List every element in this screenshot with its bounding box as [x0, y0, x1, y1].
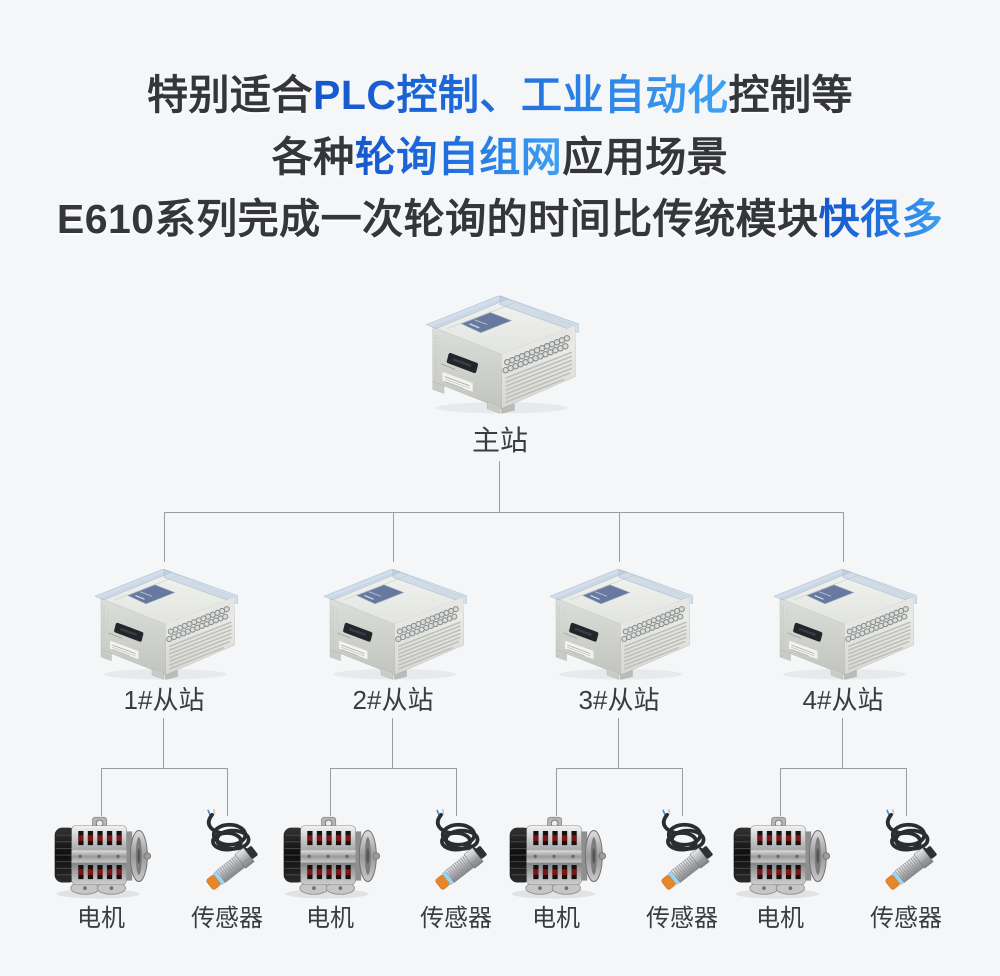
motor-label: 电机: [77, 905, 125, 932]
motor-label: 电机: [756, 905, 804, 932]
slave-station-label: 2#从站: [352, 685, 434, 715]
slave-group-3: 3#从站 电机 传感器: [506, 560, 732, 950]
connector-device-bus: [556, 768, 683, 769]
connector-drop-sensor: [906, 768, 907, 816]
connector-device-bus: [330, 768, 457, 769]
motor-label: 电机: [532, 905, 580, 932]
connector-drop-slave3: [619, 512, 620, 562]
sensor-label: 传感器: [870, 905, 942, 932]
master-plc-device-icon: [420, 286, 580, 416]
slave-group-1: 1#从站 电机 传感器: [51, 560, 277, 950]
headline-highlight: 快很多: [818, 196, 944, 242]
connector-device-bus: [780, 768, 907, 769]
headline-text: 特别适合: [147, 72, 313, 118]
sensor-icon: [185, 804, 269, 902]
headline-highlight: 轮询自组网: [354, 134, 563, 180]
headline-text: 控制等: [728, 72, 853, 118]
connector-drop-slave4: [843, 512, 844, 562]
connector-master-stem: [499, 461, 500, 512]
connector-drop-motor: [556, 768, 557, 816]
slave-station-label: 3#从站: [578, 685, 660, 715]
headline-text: 各种: [271, 134, 355, 180]
headline-line-2: 各种轮询自组网应用场景: [0, 126, 1000, 188]
connector-drop-slave1: [164, 512, 165, 562]
sensor-label: 传感器: [420, 905, 492, 932]
motor-label: 电机: [306, 905, 354, 932]
connector-drop-slave2: [393, 512, 394, 562]
sensor-icon: [640, 804, 724, 902]
connector-drop-motor: [330, 768, 331, 816]
motor-icon: [278, 812, 382, 900]
headline-highlight: PLC控制、工业自动化: [313, 72, 729, 118]
connector-slave-stem: [392, 718, 393, 768]
slave-group-2: 2#从站 电机 传感器: [280, 560, 506, 950]
headline-line-1: 特别适合PLC控制、工业自动化控制等: [0, 64, 1000, 126]
connector-slave-stem: [618, 718, 619, 768]
connector-drop-sensor: [682, 768, 683, 816]
headline-text: 应用场景: [562, 134, 729, 180]
connector-slave-stem: [163, 718, 164, 768]
connector-drop-sensor: [456, 768, 457, 816]
slave-station-label: 4#从站: [802, 685, 884, 715]
headline-line-3: E610系列完成一次轮询的时间比传统模块快很多: [0, 188, 1000, 250]
slave-station-label: 1#从站: [123, 685, 205, 715]
connector-device-bus: [101, 768, 228, 769]
headline: 特别适合PLC控制、工业自动化控制等 各种轮询自组网应用场景 E610系列完成一…: [0, 64, 1000, 250]
motor-icon: [728, 812, 832, 900]
motor-icon: [49, 812, 153, 900]
master-station-label: 主站: [471, 425, 528, 456]
connector-drop-motor: [780, 768, 781, 816]
connector-slave-stem: [842, 718, 843, 768]
headline-text: E610系列完成一次轮询的时间比传统模块: [56, 196, 819, 242]
connector-drop-sensor: [227, 768, 228, 816]
slave-plc-device-icon: [768, 560, 918, 682]
sensor-label: 传感器: [646, 905, 718, 932]
sensor-label: 传感器: [191, 905, 263, 932]
slave-plc-device-icon: [89, 560, 239, 682]
slave-plc-device-icon: [318, 560, 468, 682]
sensor-icon: [414, 804, 498, 902]
sensor-icon: [864, 804, 948, 902]
slave-group-4: 4#从站 电机 传感器: [730, 560, 956, 950]
motor-icon: [504, 812, 608, 900]
slave-plc-device-icon: [544, 560, 694, 682]
connector-main-bus: [164, 512, 844, 513]
connector-drop-motor: [101, 768, 102, 816]
